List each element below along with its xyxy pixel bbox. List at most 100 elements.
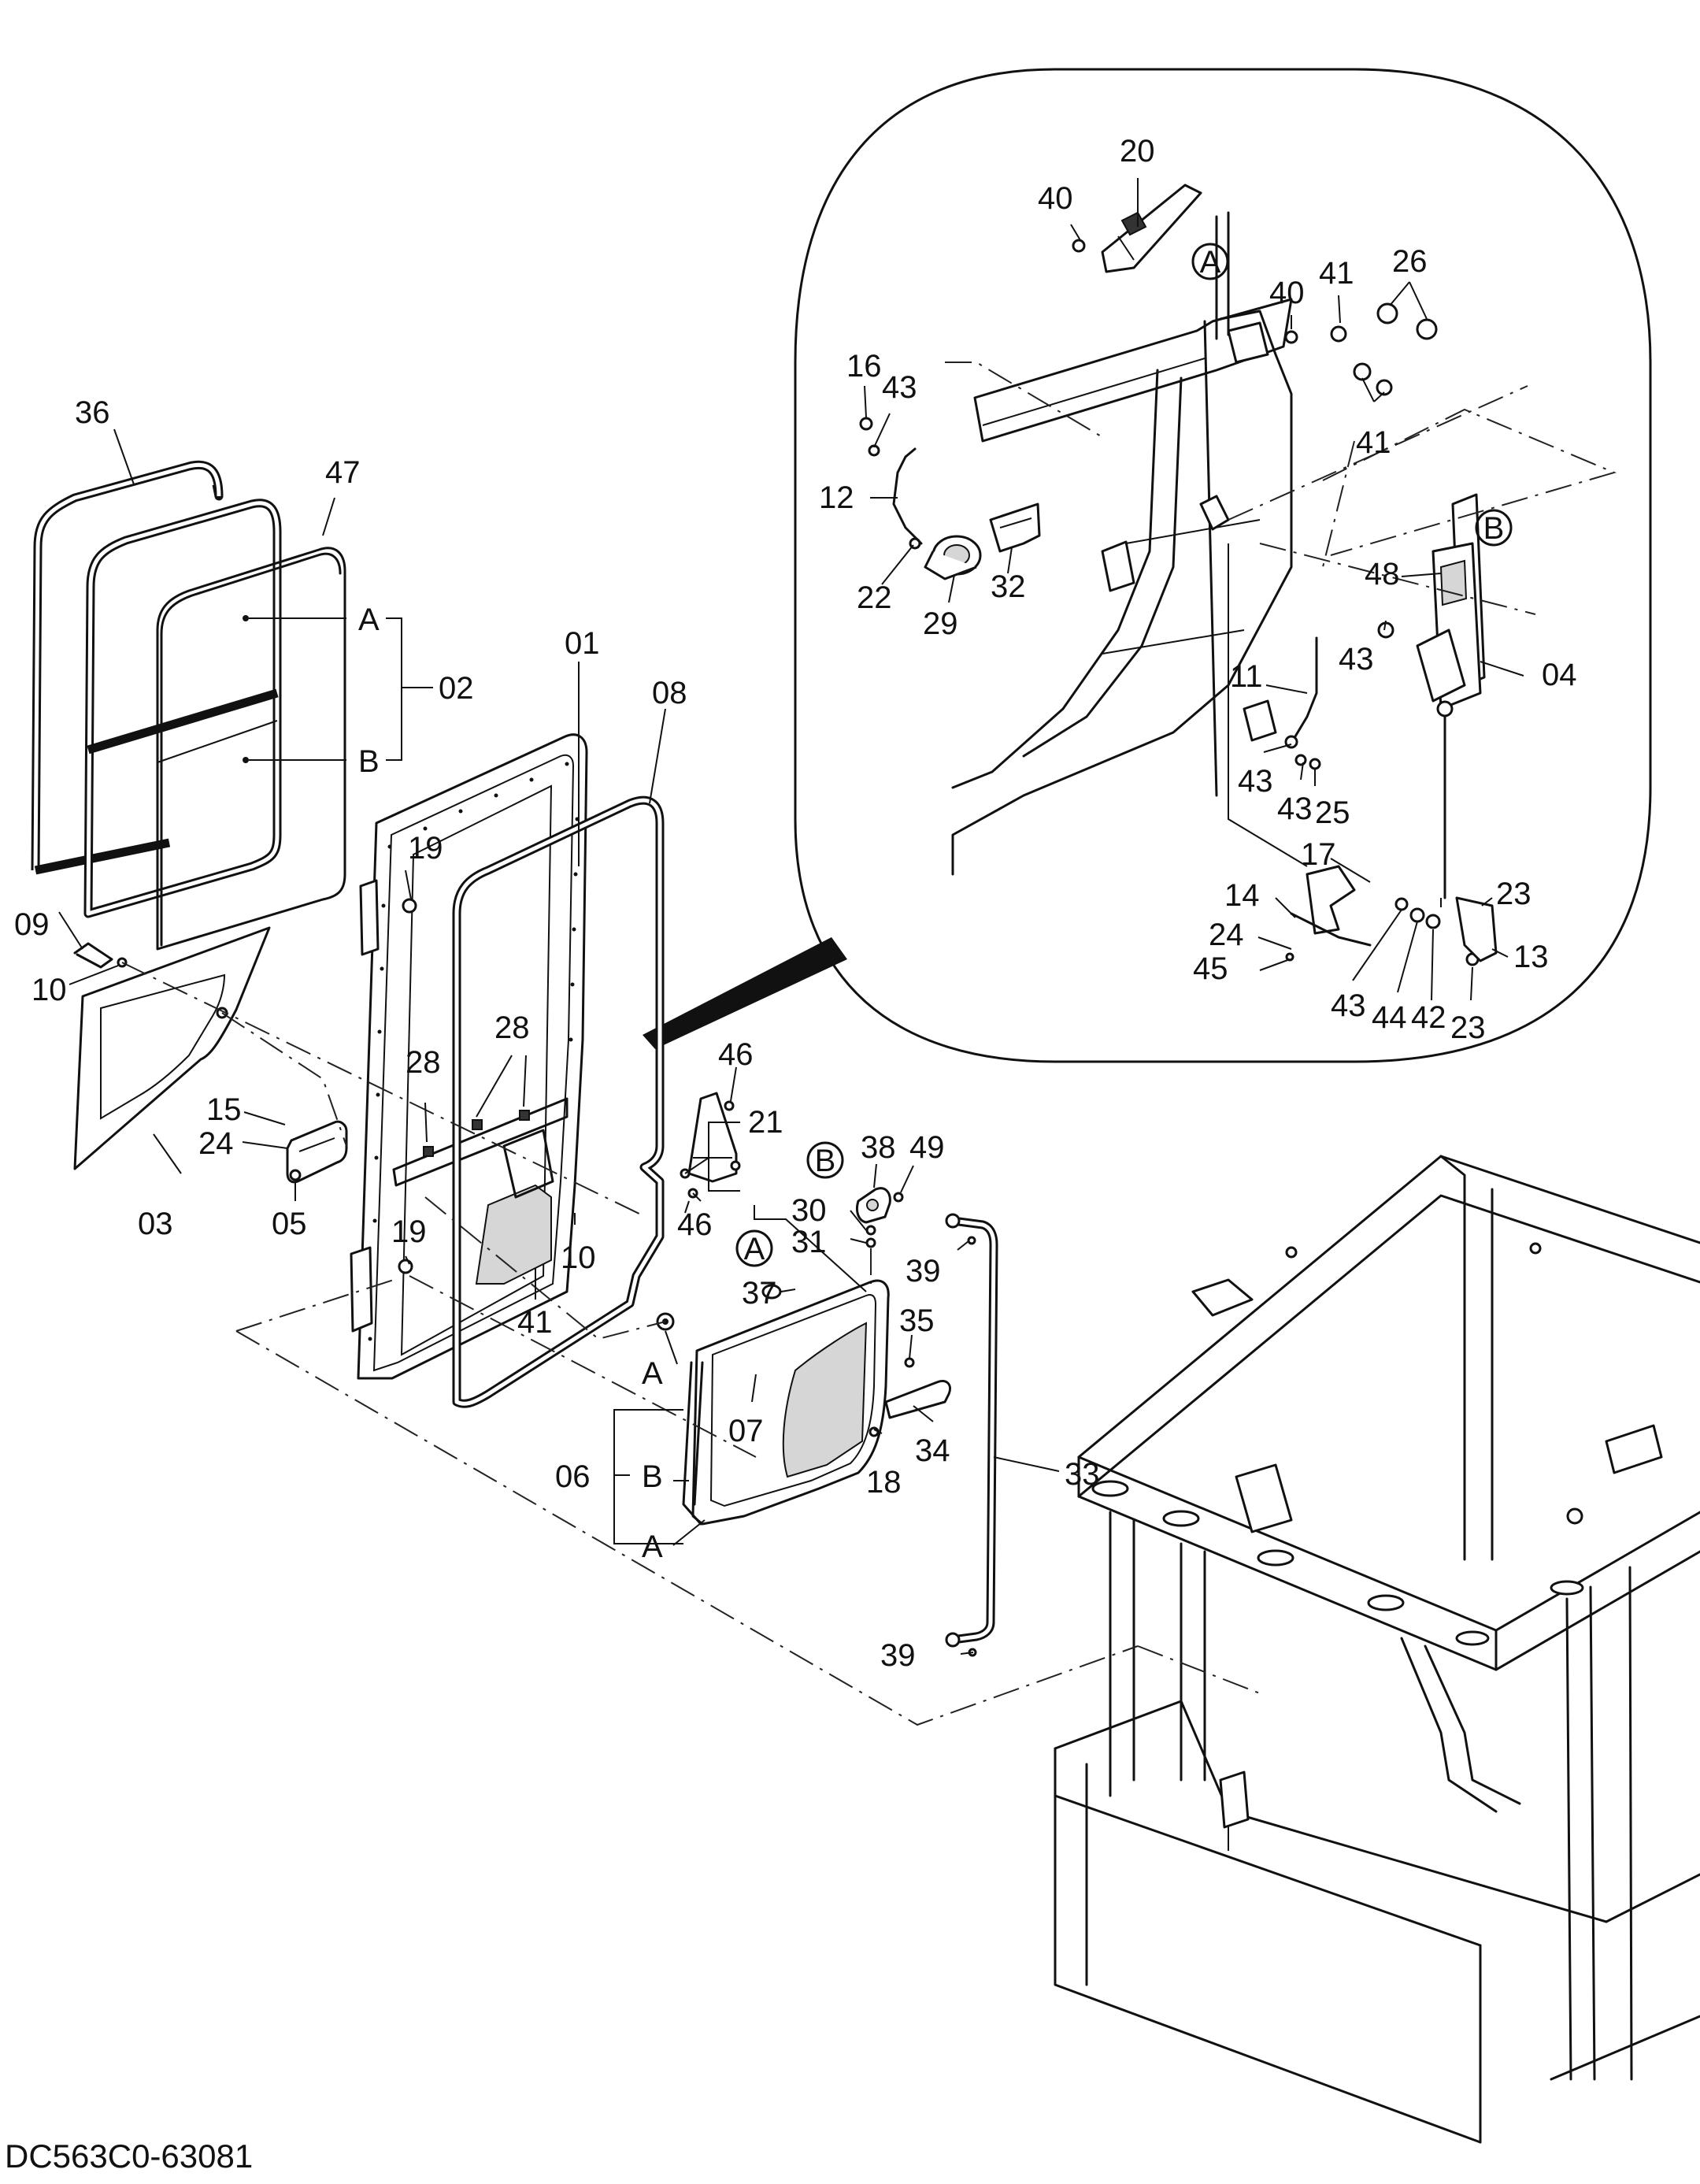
callout-38: 38: [861, 1130, 896, 1165]
callout-41-detail-top: 41: [1319, 256, 1354, 291]
detail-marker-b-door: B: [815, 1144, 836, 1178]
callout-41-detail-bottom: 41: [1356, 425, 1391, 460]
callout-39-top: 39: [906, 1254, 941, 1289]
callout-43-11-right: 43: [1277, 792, 1313, 826]
part-47-glass-frame-b: [83, 499, 282, 918]
callout-23-top: 23: [1496, 877, 1531, 911]
part-09-clip: [73, 942, 128, 969]
callout-18: 18: [866, 1465, 902, 1500]
callout-47: 47: [325, 455, 361, 490]
callout-46-bottom: 46: [677, 1207, 713, 1242]
callout-24-detail: 24: [1209, 918, 1244, 952]
callout-31: 31: [791, 1225, 827, 1259]
callout-25: 25: [1315, 795, 1350, 830]
detail-cab-frame: [951, 211, 1293, 876]
detail-marker-a-door-bubble: A: [735, 1229, 773, 1267]
callout-labels: 36 47 A 02 B 09 10 03 15 24 05 01 08 19 …: [14, 134, 1577, 1673]
detail-fasteners: [859, 239, 1488, 966]
callout-26: 26: [1392, 244, 1428, 279]
callout-11: 11: [1230, 659, 1263, 694]
part-32-bracket: [989, 502, 1041, 553]
callout-21: 21: [748, 1105, 783, 1140]
callout-b-06: B: [642, 1459, 663, 1494]
callout-09: 09: [14, 907, 50, 942]
callout-43-latch: 43: [1339, 642, 1374, 677]
callout-28-right: 28: [494, 1010, 530, 1045]
callout-45: 45: [1193, 951, 1228, 986]
part-36-glass-pane: [31, 460, 224, 875]
detail-marker-a-door: A: [744, 1232, 765, 1266]
callout-01: 01: [565, 626, 600, 661]
callout-28-left: 28: [406, 1045, 441, 1080]
callout-08: 08: [652, 676, 687, 710]
part-11-rod: [1294, 636, 1318, 738]
callout-46-top: 46: [718, 1037, 754, 1072]
callout-40-left: 40: [1038, 181, 1073, 216]
part-13-17-linkage: [1290, 865, 1498, 962]
callout-04: 04: [1542, 658, 1577, 692]
callout-22: 22: [857, 580, 892, 615]
callout-13: 13: [1513, 940, 1549, 974]
callout-06: 06: [555, 1459, 591, 1494]
detail-marker-a-bubble: A: [1191, 243, 1229, 280]
callout-19-top: 19: [408, 831, 443, 866]
part-01-door-frame: [350, 733, 588, 1380]
callout-24-handle: 24: [198, 1126, 234, 1161]
part-47-glass-pane: [156, 547, 346, 951]
callout-41-door: 41: [517, 1305, 553, 1340]
drawing-id: DC563C0-63081: [5, 2138, 253, 2175]
callout-42: 42: [1411, 1000, 1446, 1035]
callout-b-02: B: [358, 744, 380, 779]
callout-10-door: 10: [561, 1240, 596, 1275]
detail-dashed-leaders: [945, 362, 1617, 907]
detail-marker-a: A: [1200, 245, 1221, 280]
callout-40-right: 40: [1269, 276, 1305, 310]
part-28-bumpers: [423, 1110, 530, 1157]
cab-frame-structure: [1054, 1155, 1700, 2144]
part-06-lower-door-panel: [682, 1279, 890, 1526]
door-frame-rivets: [368, 762, 580, 1341]
callout-16: 16: [846, 349, 882, 384]
detail-marker-b-bubble: B: [1475, 509, 1513, 547]
callout-44: 44: [1372, 1000, 1407, 1035]
callout-20: 20: [1120, 134, 1155, 169]
callout-49: 49: [909, 1130, 945, 1165]
callout-43-11-left: 43: [1238, 764, 1273, 799]
callout-32: 32: [991, 569, 1026, 604]
part-02-reference-dots: [243, 615, 433, 763]
callout-48: 48: [1365, 557, 1400, 591]
callout-03: 03: [138, 1207, 173, 1241]
callout-10-glass: 10: [31, 973, 67, 1007]
callout-39-bottom: 39: [880, 1638, 916, 1673]
callout-12: 12: [819, 480, 854, 515]
detail-view-bubble: [643, 68, 1652, 1063]
part-33-handrail: [945, 1213, 998, 1657]
callout-34: 34: [915, 1433, 950, 1468]
callout-02: 02: [439, 671, 474, 706]
part-29-actuator: [924, 535, 982, 580]
part-20-striker: [1101, 184, 1202, 273]
callout-37: 37: [742, 1276, 777, 1311]
callout-33: 33: [1065, 1457, 1100, 1492]
callout-07: 07: [728, 1414, 764, 1448]
callout-14: 14: [1224, 878, 1260, 913]
part-05-handle: [286, 1120, 348, 1184]
callout-19-bottom: 19: [391, 1214, 427, 1249]
callout-43-linkage: 43: [1331, 988, 1366, 1023]
detail-leader-beam: [643, 937, 847, 1049]
callout-15: 15: [206, 1092, 242, 1127]
callout-30: 30: [791, 1193, 827, 1228]
callout-a-06-lower: A: [642, 1530, 663, 1564]
part-38-bracket: [855, 1187, 904, 1224]
part-30-31-fasteners: [865, 1225, 876, 1248]
callout-17: 17: [1301, 837, 1336, 872]
callout-a-02: A: [358, 603, 380, 637]
callout-43-rod: 43: [882, 370, 917, 405]
callout-36: 36: [75, 395, 110, 430]
assembly-dashed-lines: [121, 962, 1261, 1726]
part-21-bracket: [680, 1092, 741, 1199]
callout-23-bottom: 23: [1450, 1010, 1486, 1045]
callout-a-06: A: [642, 1356, 663, 1391]
callout-29: 29: [923, 606, 958, 641]
